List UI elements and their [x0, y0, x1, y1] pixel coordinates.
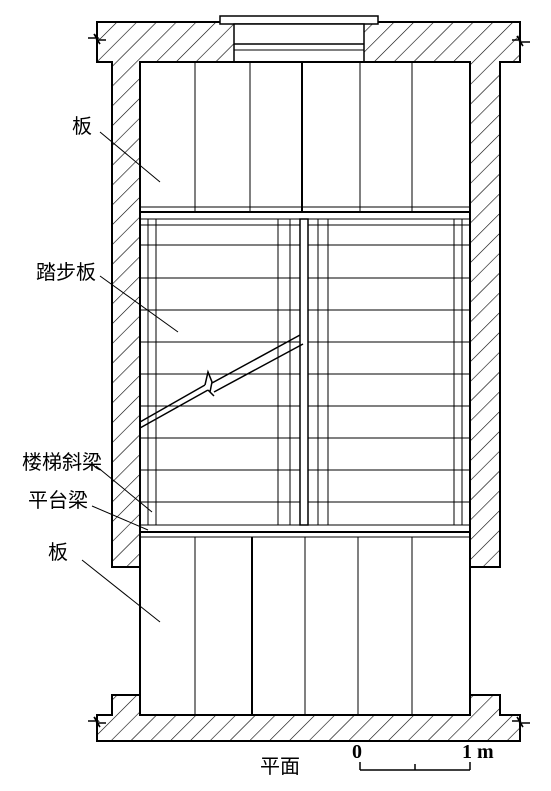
scale-end-label: 1 m — [462, 741, 494, 763]
top-door-opening — [219, 15, 379, 63]
leader-lines — [81, 131, 179, 623]
label-stair-beam: 楼梯斜梁 — [22, 450, 102, 474]
scale-bar — [359, 762, 471, 771]
bottom-wall — [96, 694, 521, 742]
top-slab — [140, 62, 470, 213]
label-plan: 平面 — [260, 754, 300, 778]
handrail-break — [139, 334, 304, 429]
bottom-slab — [194, 537, 413, 715]
break-marks — [88, 33, 530, 728]
label-tread-slab: 踏步板 — [36, 260, 96, 284]
label-slab-top: 板 — [72, 114, 92, 138]
label-platform-beam: 平台梁 — [28, 488, 88, 512]
stair-region — [140, 218, 470, 538]
scale-start-label: 0 — [352, 741, 362, 763]
label-slab-bottom: 板 — [48, 540, 68, 564]
